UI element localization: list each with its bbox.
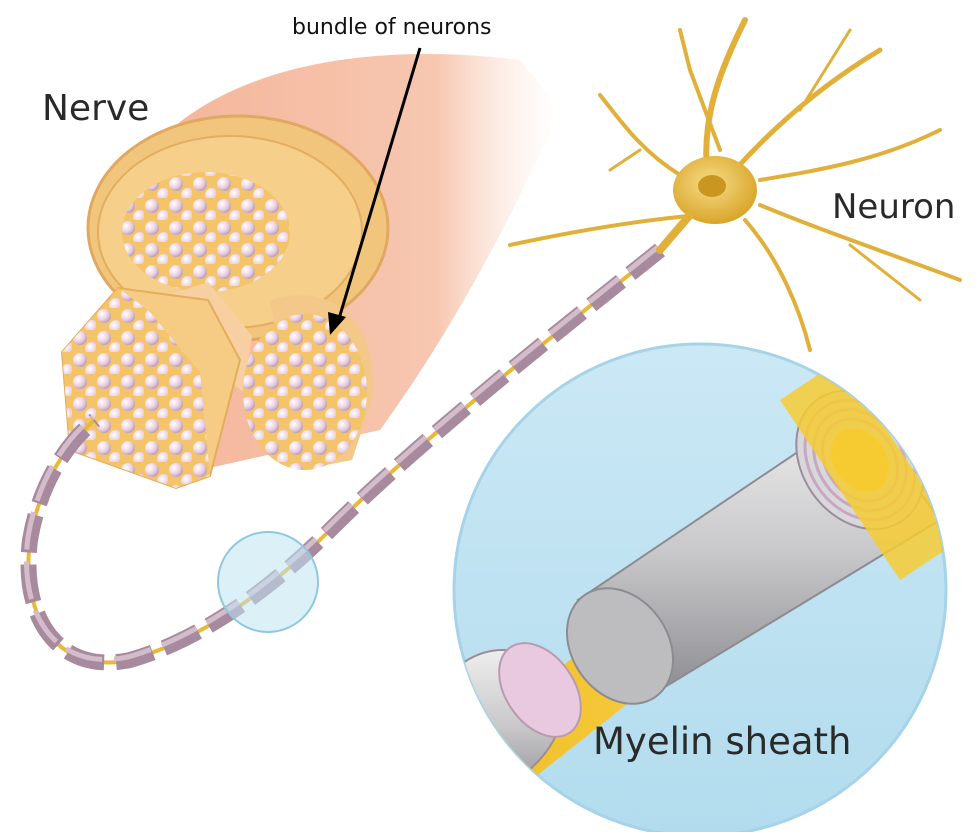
fascicle-left [50, 280, 252, 500]
small-magnifier-circle [218, 532, 318, 632]
nerve-label: Nerve [42, 88, 149, 129]
neuron-label: Neuron [832, 187, 955, 227]
neuron-cell [510, 20, 960, 350]
bundle-of-neurons-label: bundle of neurons [292, 15, 492, 40]
myelin-sheath-label: Myelin sheath [593, 720, 851, 763]
